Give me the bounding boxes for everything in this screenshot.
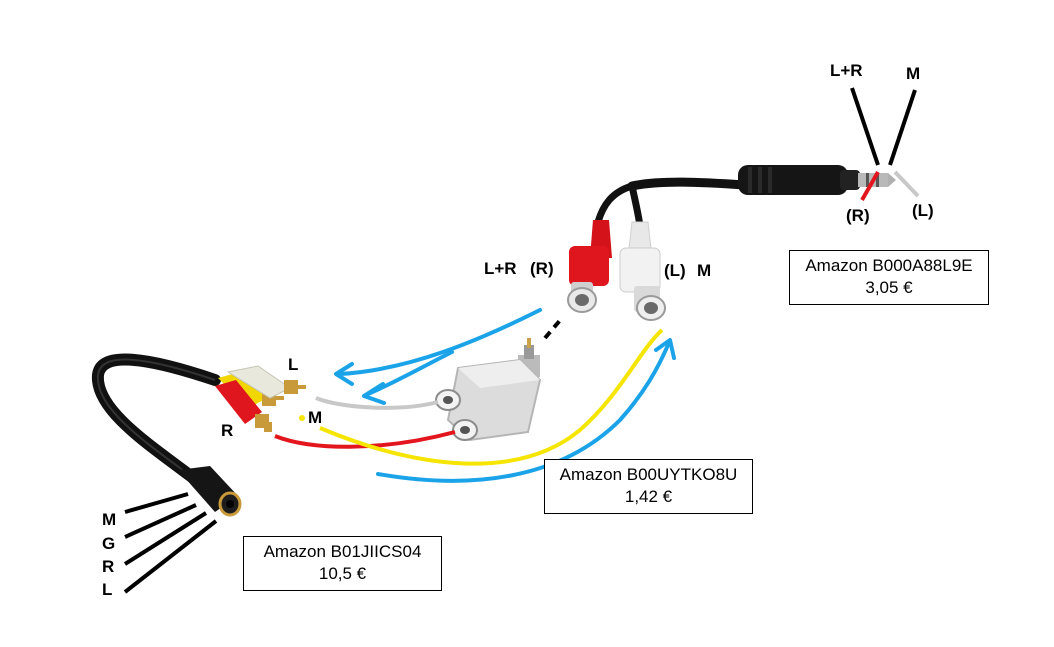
rca-male-red	[215, 380, 272, 432]
label-top-lr: L+R	[830, 61, 863, 80]
label-left-m: M	[308, 408, 322, 427]
label-mid-l: (L)	[664, 261, 686, 280]
product-box-plug: Amazon B000A88L9E 3,05 €	[789, 250, 989, 305]
label-top-r: (R)	[846, 206, 870, 225]
yellow-dot	[299, 415, 305, 421]
signal-arrows	[334, 308, 676, 483]
product-plug-price: 3,05 €	[865, 278, 913, 297]
rca-female-white	[619, 221, 666, 321]
jack-pin-leaders	[123, 492, 218, 594]
label-left-l: L	[288, 355, 298, 374]
label-mid-lr: L+R	[484, 259, 517, 278]
product-plug-name: Amazon B000A88L9E	[805, 256, 973, 275]
mini-jack-to-rca-cable	[567, 165, 896, 321]
product-adapter-price: 1,42 €	[624, 487, 673, 506]
label-jack-m: M	[102, 510, 116, 529]
rca-male-white	[226, 365, 306, 399]
label-top-l: (L)	[912, 201, 934, 220]
connection-wires	[274, 328, 664, 466]
product-box-cable: Amazon B01JIICS04 10,5 €	[243, 536, 442, 591]
mini-jack-female-to-rca-cable	[91, 353, 306, 517]
adapter-pin-leader	[543, 316, 564, 340]
arrow-m-to-white-rca	[376, 343, 670, 483]
plug-pin-leaders	[850, 87, 920, 201]
label-jack-g: G	[102, 534, 115, 553]
wire-red	[274, 430, 456, 449]
arrow-lr-to-l	[338, 308, 542, 376]
label-jack-r: R	[102, 557, 114, 576]
label-mid-r: (R)	[530, 259, 554, 278]
label-mid-m: M	[697, 261, 711, 280]
rca-y-adapter	[435, 338, 542, 442]
label-top-m: M	[906, 64, 920, 83]
product-adapter-name: Amazon B00UYTKO8U	[559, 465, 738, 484]
label-jack-l: L	[102, 580, 112, 599]
wire-white	[315, 396, 439, 410]
wire-yellow	[319, 328, 664, 466]
rca-female-red	[567, 220, 612, 313]
label-left-r: R	[221, 421, 233, 440]
product-cable-price: 10,5 €	[318, 564, 367, 583]
product-box-adapter: Amazon B00UYTKO8U 1,42 €	[544, 459, 753, 514]
product-cable-name: Amazon B01JIICS04	[263, 542, 422, 561]
